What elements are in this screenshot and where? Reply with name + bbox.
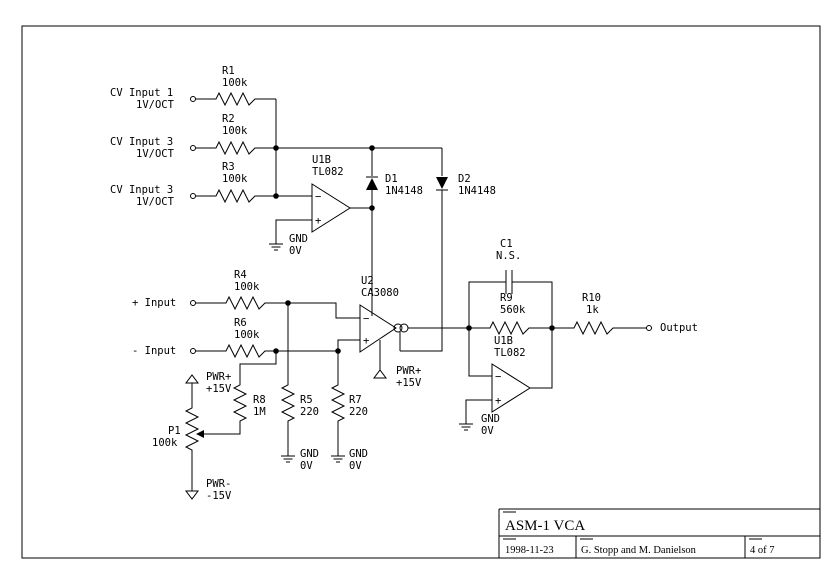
diode-d2: [436, 177, 448, 191]
capacitor-c1: [505, 270, 513, 294]
u2-pwr-value: +15V: [396, 377, 422, 389]
r2-ref: R2: [222, 113, 235, 125]
minus-input-label: - Input: [132, 345, 176, 357]
cv-input-3-label: CV Input 3: [110, 184, 173, 196]
r3-value: 100k: [222, 173, 248, 185]
title-block: ASM-1 VCA 1998-11-23 G. Stopp and M. Dan…: [498, 508, 820, 558]
title-block-authors: G. Stopp and M. Danielson: [581, 545, 697, 556]
diode-d1: [366, 176, 378, 190]
r4-ref: R4: [234, 269, 247, 281]
terminal-icon: [190, 193, 196, 199]
terminal-icon: [646, 325, 652, 331]
gnd-r5-value: 0V: [300, 460, 313, 472]
opamp-u1b-top: − +: [311, 183, 351, 233]
p1-pwr-minus-value: -15V: [206, 490, 232, 502]
pwr-plus-icon: [373, 369, 387, 379]
p1-value: 100k: [152, 437, 178, 449]
cv-input-1-label: CV Input 1: [110, 87, 173, 99]
ground-icon: [459, 423, 473, 431]
r7-ref: R7: [349, 394, 362, 406]
svg-text:−: −: [363, 313, 369, 325]
c1-ref: C1: [500, 238, 513, 250]
p1-pwr-minus-label: PWR-: [206, 478, 231, 490]
r9-value: 560k: [500, 304, 526, 316]
u1b-top-value: TL082: [312, 166, 344, 178]
gnd-r5-label: GND: [300, 448, 319, 460]
r6-ref: R6: [234, 317, 247, 329]
terminal-icon: [190, 145, 196, 151]
d1-value: 1N4148: [385, 185, 423, 197]
ground-icon: [331, 455, 345, 463]
u2-pwr-label: PWR+: [396, 365, 421, 377]
r7-value: 220: [349, 406, 368, 418]
r2-value: 100k: [222, 125, 248, 137]
d1-ref: D1: [385, 173, 398, 185]
gnd-r7-label: GND: [349, 448, 368, 460]
terminal-icon: [190, 348, 196, 354]
gnd-top-label: GND: [289, 233, 308, 245]
terminal-icon: [190, 96, 196, 102]
r8-ref: R8: [253, 394, 266, 406]
u1b-out-value: TL082: [494, 347, 526, 359]
r8-value: 1M: [253, 406, 266, 418]
r1-ref: R1: [222, 65, 235, 77]
cv-input-3: CV Input 3 1V/OCT: [110, 184, 276, 208]
plus-input-label: + Input: [132, 297, 176, 309]
r1-value: 100k: [222, 77, 248, 89]
title-block-date: 1998-11-23: [505, 545, 554, 556]
wiper-arrow-icon: [196, 430, 204, 438]
ground-icon: [269, 243, 283, 251]
sheet-border: [21, 25, 821, 559]
p1-pwr-plus-value: +15V: [206, 383, 232, 395]
svg-text:+: +: [315, 215, 321, 227]
u2-ref: U2: [361, 275, 374, 287]
r10-ref: R10: [582, 292, 601, 304]
cv-input-2-sub: 1V/OCT: [136, 148, 175, 160]
cv-input-1: CV Input 1 1V/OCT: [110, 87, 276, 111]
svg-text:−: −: [315, 191, 321, 203]
r9-ref: R9: [500, 292, 513, 304]
ota-u2: − +: [359, 304, 409, 353]
r10-value: 1k: [586, 304, 599, 316]
output-label: Output: [660, 322, 698, 334]
gnd-r7-value: 0V: [349, 460, 362, 472]
svg-text:+: +: [495, 395, 501, 407]
pwr-plus-icon: [185, 374, 199, 384]
ground-icon: [281, 455, 295, 463]
r6-value: 100k: [234, 329, 260, 341]
title-block-page: 4 of 7: [750, 545, 775, 556]
u1b-out-ref: U1B: [494, 335, 513, 347]
u1b-top-ref: U1B: [312, 154, 331, 166]
svg-text:+: +: [363, 335, 369, 347]
opamp-u1b-out: − +: [491, 363, 531, 413]
pwr-minus-icon: [185, 490, 199, 500]
gnd-out-value: 0V: [481, 425, 494, 437]
d2-ref: D2: [458, 173, 471, 185]
r4-value: 100k: [234, 281, 260, 293]
u2-value: CA3080: [361, 287, 399, 299]
r5-ref: R5: [300, 394, 313, 406]
r5-value: 220: [300, 406, 319, 418]
gnd-top-value: 0V: [289, 245, 302, 257]
p1-ref: P1: [168, 425, 181, 437]
p1-pwr-plus-label: PWR+: [206, 371, 231, 383]
title-block-title: ASM-1 VCA: [505, 518, 585, 534]
terminal-icon: [190, 300, 196, 306]
cv-input-2-label: CV Input 3: [110, 136, 173, 148]
svg-text:−: −: [495, 371, 501, 383]
cv-input-2: CV Input 3 1V/OCT: [110, 136, 276, 160]
d2-value: 1N4148: [458, 185, 496, 197]
r3-ref: R3: [222, 161, 235, 173]
gnd-out-label: GND: [481, 413, 500, 425]
cv-input-1-sub: 1V/OCT: [136, 99, 175, 111]
c1-value: N.S.: [496, 250, 521, 262]
cv-input-3-sub: 1V/OCT: [136, 196, 175, 208]
